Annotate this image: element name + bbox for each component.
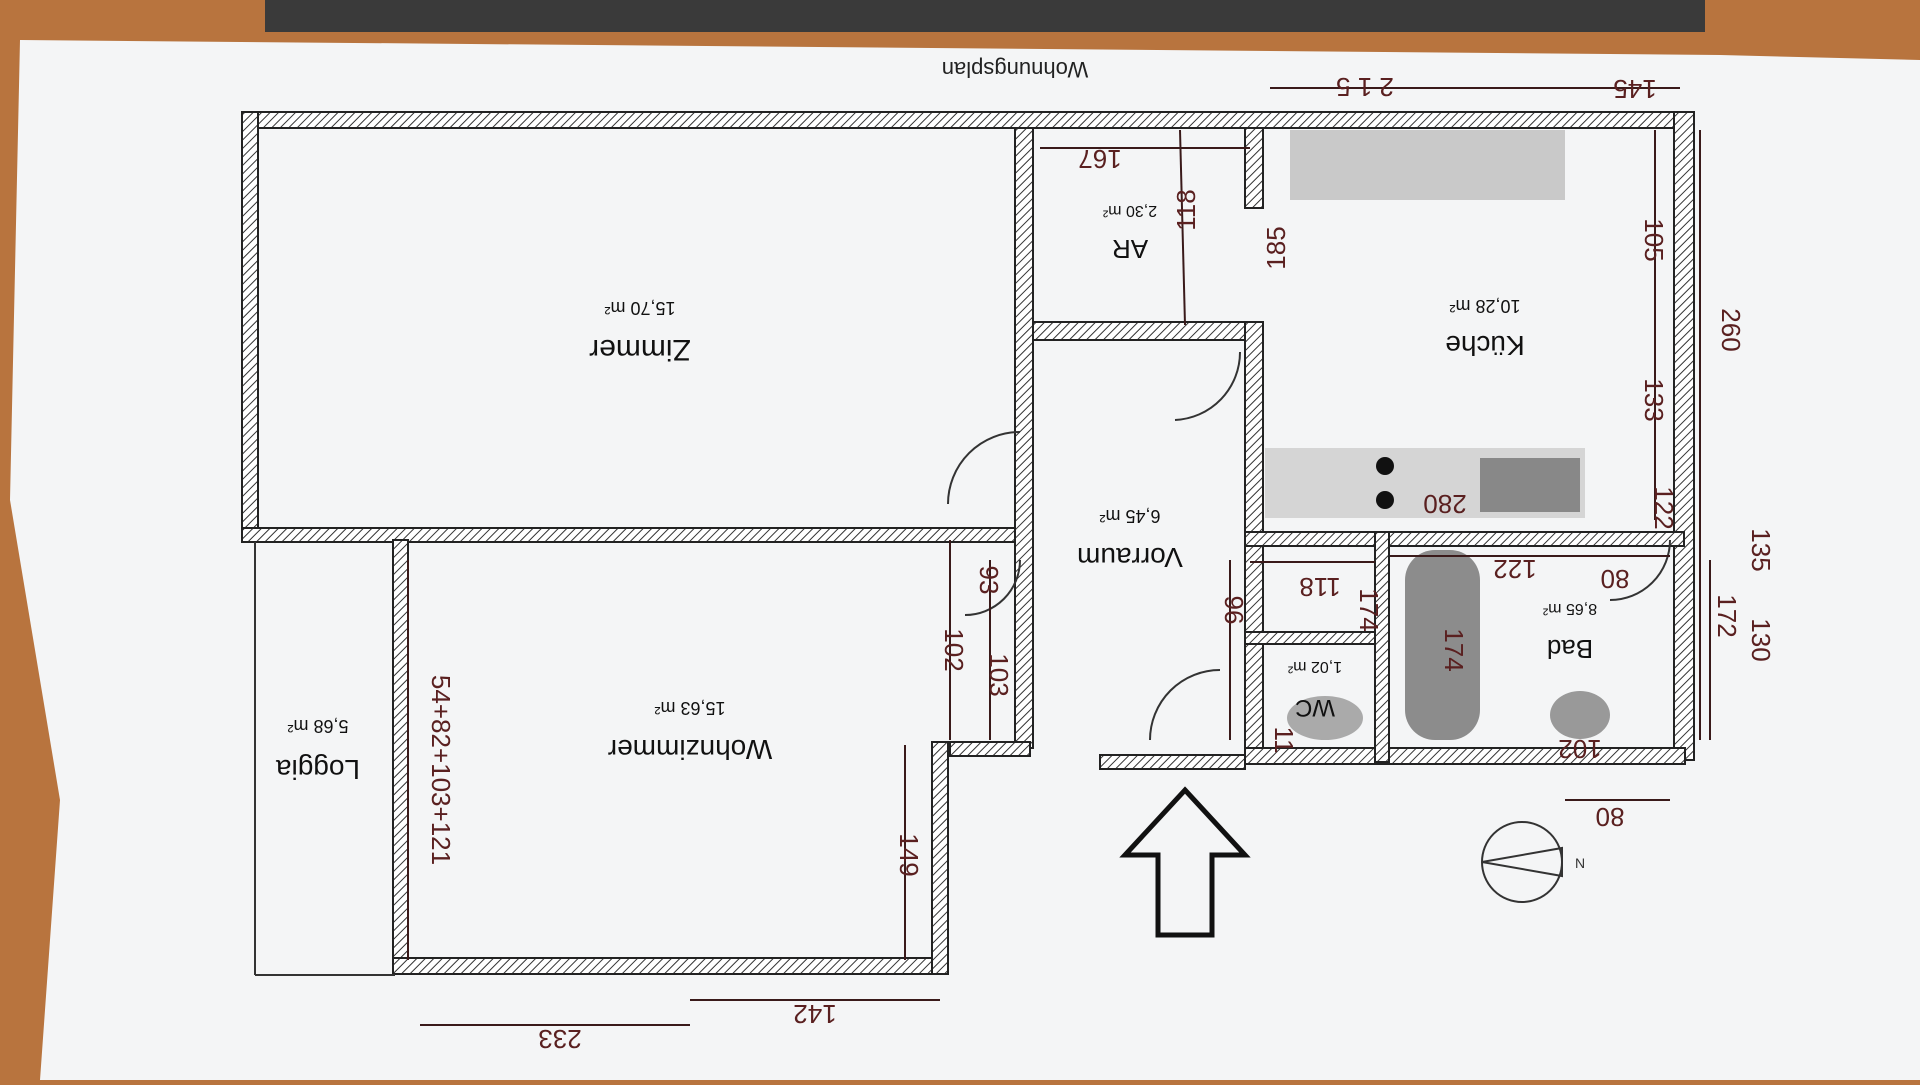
room-name: Loggia xyxy=(276,754,361,785)
dim-label: 135 xyxy=(1746,528,1776,571)
dim-label: 80 xyxy=(1601,564,1630,594)
hob-burner xyxy=(1376,457,1394,475)
room-area: 15,63 m² xyxy=(654,698,725,718)
dim-label: 80 xyxy=(1596,802,1625,832)
dimension-lines xyxy=(407,87,1711,1026)
room-name: Küche xyxy=(1445,330,1524,361)
photo-strip-top xyxy=(265,0,1705,32)
dim-label: 122 xyxy=(1649,486,1679,529)
bathtub xyxy=(1405,550,1480,740)
dim-label: 149 xyxy=(894,833,924,876)
room-area: 8,65 m² xyxy=(1542,600,1597,617)
room-area: 6,45 m² xyxy=(1099,506,1160,526)
entrance-arrow-icon xyxy=(1119,786,1251,938)
dim-label: 174 xyxy=(1439,628,1469,671)
dim-label: 185 xyxy=(1261,226,1291,269)
dim-label: 54+82+103+121 xyxy=(426,675,456,865)
toilet xyxy=(1287,696,1363,740)
svg-text:N: N xyxy=(1575,855,1585,871)
dim-label: 167 xyxy=(1078,144,1121,174)
compass-icon: N xyxy=(1481,821,1585,903)
room-area: 10,28 m² xyxy=(1449,296,1520,316)
dim-label: 11 xyxy=(1269,727,1299,754)
washbasin xyxy=(1550,691,1610,739)
room-area: 15,70 m² xyxy=(604,298,675,318)
dim-label: 280 xyxy=(1423,489,1466,519)
dim-label: 103 xyxy=(984,653,1014,696)
doors xyxy=(947,351,1671,741)
dim-label: 102 xyxy=(939,628,969,671)
room-area: 1,02 m² xyxy=(1287,658,1342,675)
sink xyxy=(1480,458,1580,512)
dim-label: 118 xyxy=(1299,572,1340,602)
room-name: Zimmer xyxy=(589,333,691,366)
paper-sheet xyxy=(10,40,1920,1080)
dim-label: 96 xyxy=(1219,596,1249,625)
room-name: Vorraum xyxy=(1077,542,1183,573)
dim-label: 102 xyxy=(1558,734,1601,764)
dim-label: 105 xyxy=(1639,218,1669,261)
room-name: WC xyxy=(1295,694,1335,721)
handwritten-dimensions: 2 1 5 145 167 118 185 105 133 260 122 28… xyxy=(426,72,1776,1054)
dim-label: 133 xyxy=(1639,378,1669,421)
kitchen-counter-top xyxy=(1290,130,1565,200)
dim-label: 93 xyxy=(974,566,1004,595)
room-area: 5,68 m² xyxy=(287,716,348,736)
dim-label: 260 xyxy=(1716,308,1746,351)
dim-label: 122 xyxy=(1493,554,1536,584)
walls xyxy=(241,111,1695,976)
room-labels: Zimmer 15,70 m² Wohnzimmer 15,63 m² Logg… xyxy=(276,202,1598,785)
dim-label: 174 xyxy=(1354,588,1384,631)
hob-burner xyxy=(1376,491,1394,509)
dim-label: 2 1 5 xyxy=(1336,72,1394,102)
room-name: AR xyxy=(1112,234,1148,264)
plan-title: Wohnungsplan xyxy=(942,57,1088,82)
dim-label: 145 xyxy=(1613,74,1656,104)
dim-label: 172 xyxy=(1712,594,1742,637)
dim-label: 118 xyxy=(1171,189,1201,230)
room-area: 2,30 m² xyxy=(1102,202,1157,219)
dim-label: 130 xyxy=(1746,618,1776,661)
dim-label: 233 xyxy=(538,1024,581,1054)
dim-label: 142 xyxy=(793,999,836,1029)
room-name: Bad xyxy=(1547,634,1593,664)
room-name: Wohnzimmer xyxy=(608,734,772,765)
